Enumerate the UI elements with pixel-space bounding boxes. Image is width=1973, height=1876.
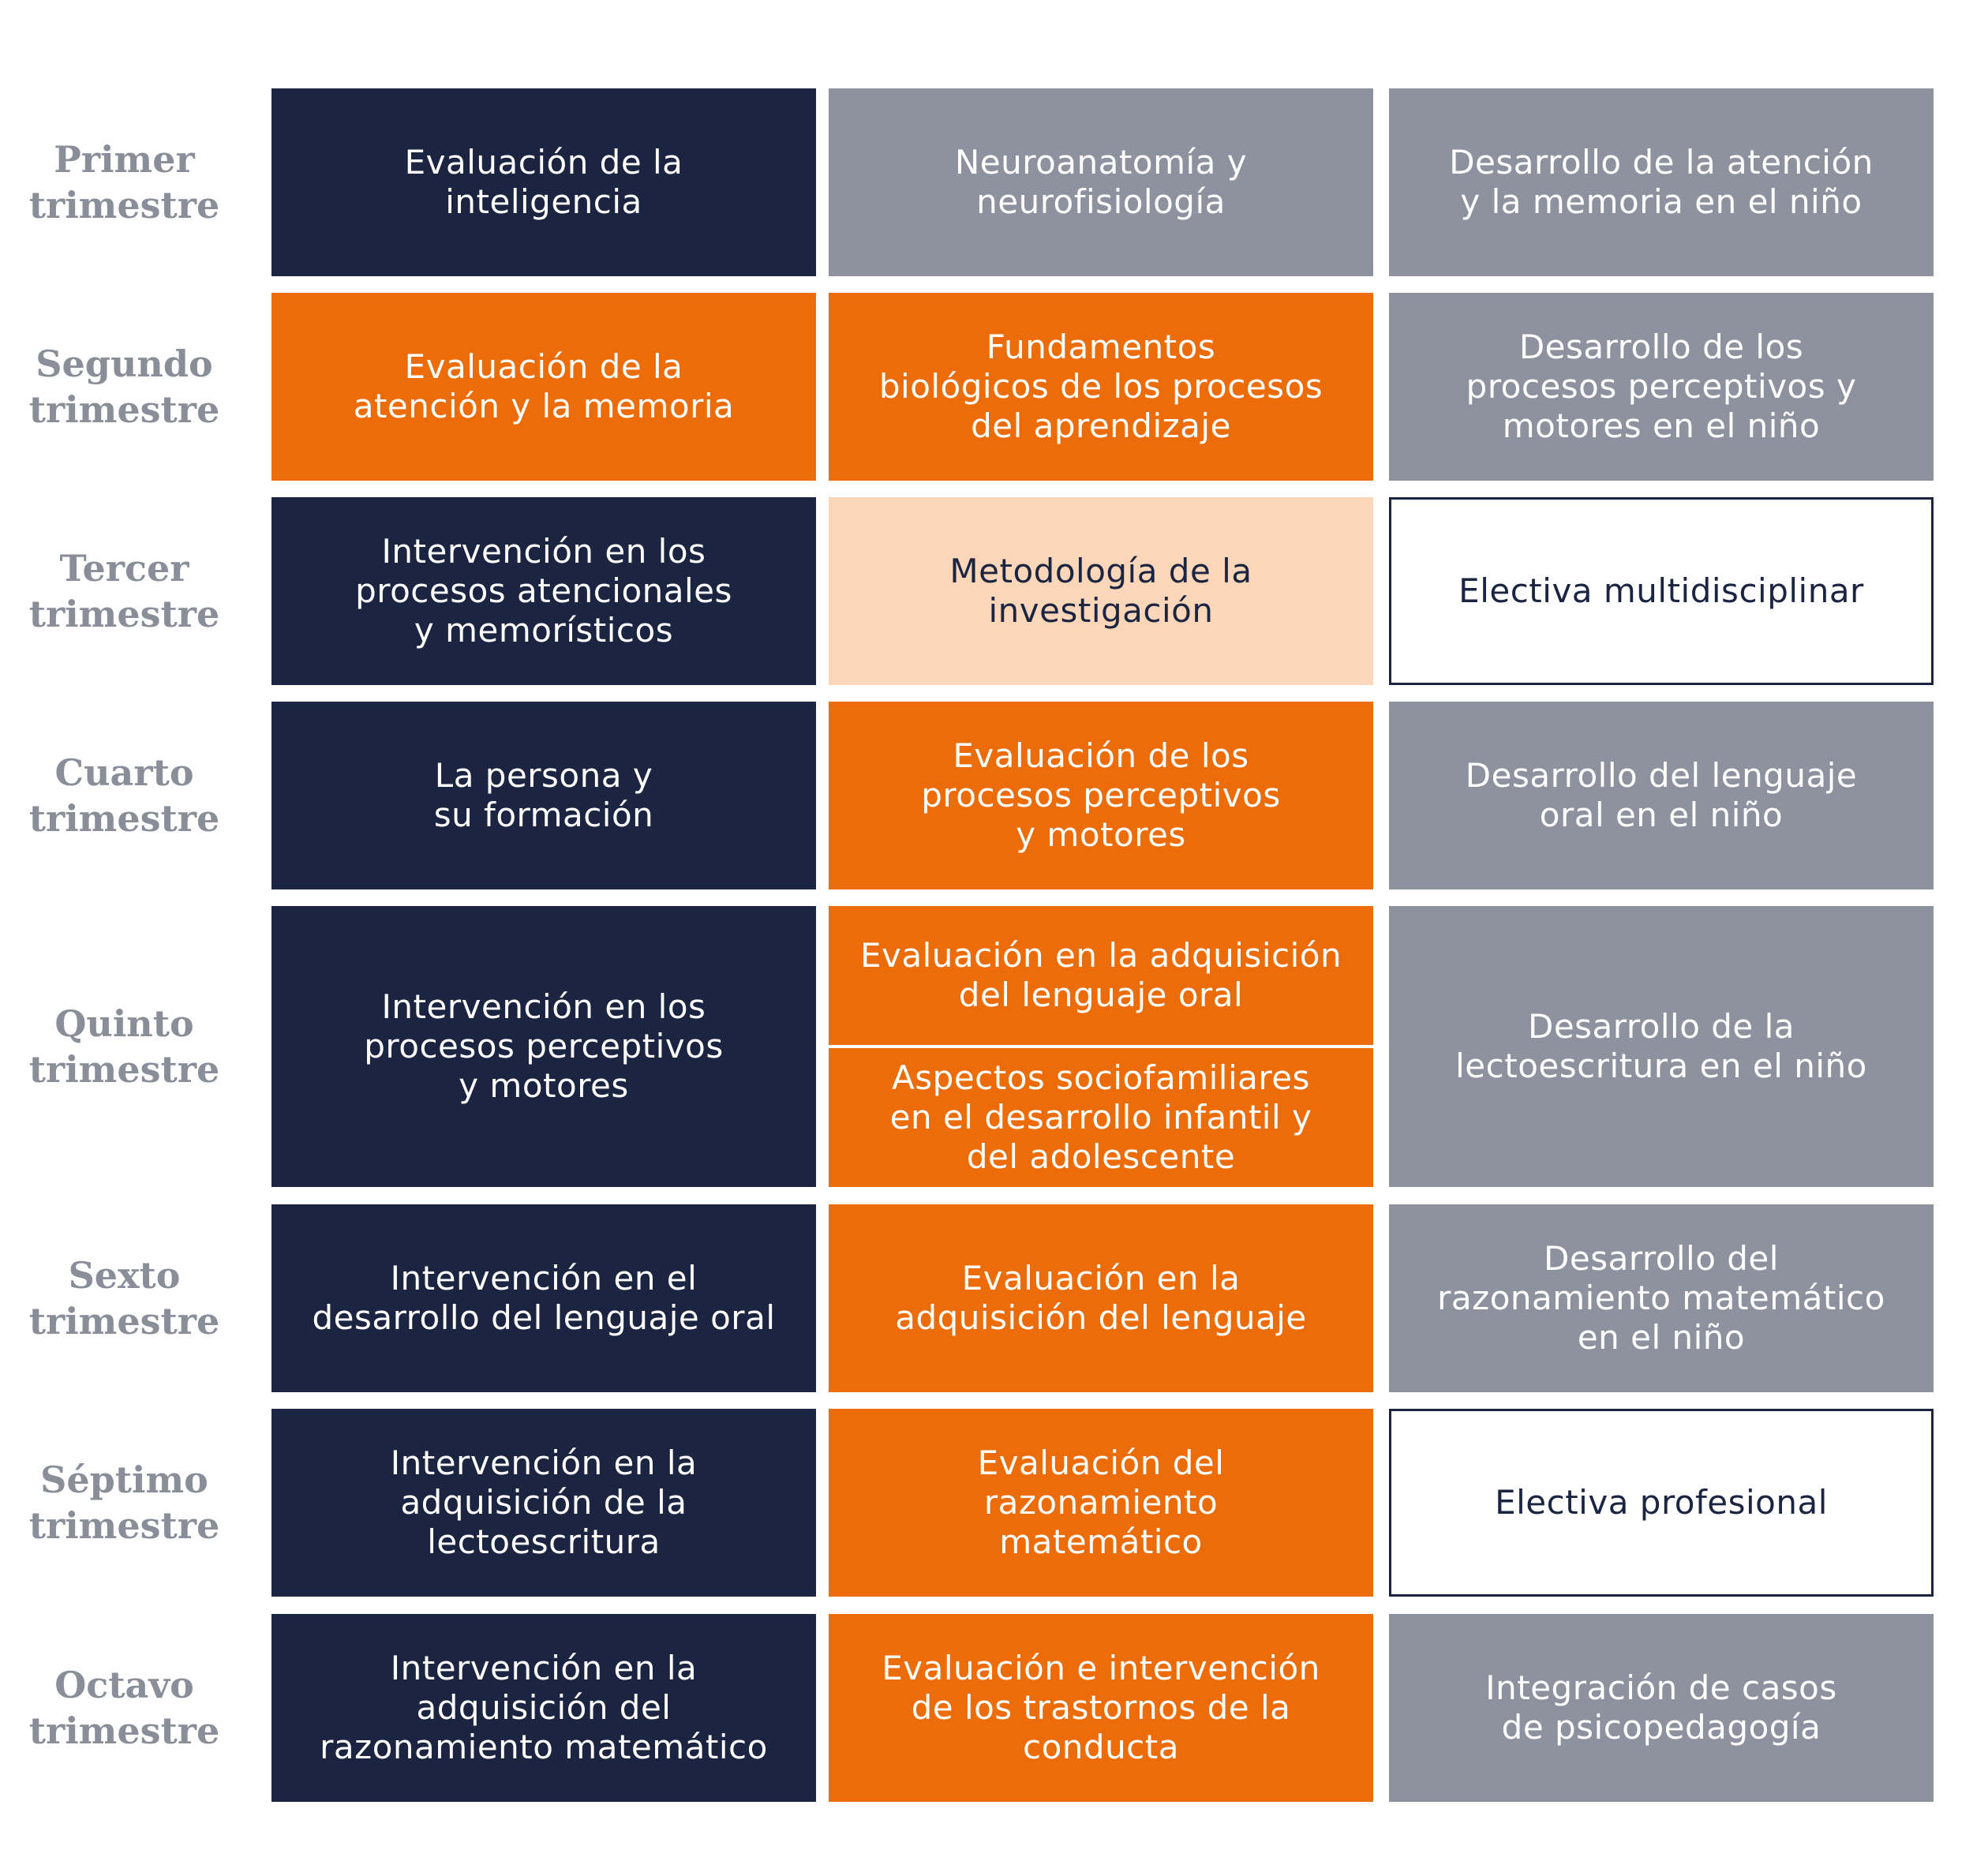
course-cell: Evaluación en la adquisición del lenguaj…	[829, 1204, 1373, 1392]
course-title: Electiva multidisciplinar	[1458, 571, 1864, 610]
row-label-octavo: Octavo trimestre	[16, 1614, 233, 1802]
course-cell: Desarrollo de los procesos perceptivos y…	[1389, 293, 1934, 481]
course-cell: Evaluación del razonamiento matemático	[829, 1409, 1373, 1597]
course-title: Neuroanatomía y neurofisiología	[954, 143, 1248, 221]
row-label-line1: Séptimo	[40, 1458, 208, 1501]
course-cell: Desarrollo de la atención y la memoria e…	[1389, 88, 1934, 276]
row-label-line1: Sexto	[68, 1254, 181, 1297]
course-title: Metodología de la investigación	[949, 552, 1252, 630]
course-cell: Fundamentos biológicos de los procesos d…	[829, 293, 1373, 481]
row-label-cuarto: Cuarto trimestre	[16, 702, 233, 889]
course-cell: Evaluación e intervención de los trastor…	[829, 1614, 1373, 1802]
row-label-line2: trimestre	[28, 1504, 220, 1547]
course-cell: Desarrollo de la lectoescritura en el ni…	[1389, 906, 1934, 1187]
row-label-line1: Quinto	[54, 1002, 194, 1045]
course-cell: Intervención en la adquisición de la lec…	[271, 1409, 816, 1597]
row-label-line1: Octavo	[54, 1664, 194, 1706]
course-title: Evaluación de los procesos perceptivos y…	[921, 736, 1281, 854]
row-label-line2: trimestre	[28, 1048, 220, 1091]
course-cell: Aspectos sociofamiliares en el desarroll…	[829, 1048, 1373, 1187]
course-title: Desarrollo de la lectoescritura en el ni…	[1455, 1007, 1867, 1085]
course-cell: Metodología de la investigación	[829, 497, 1373, 685]
row-label-segundo: Segundo trimestre	[16, 293, 233, 481]
course-cell: Desarrollo del razonamiento matemático e…	[1389, 1204, 1934, 1392]
course-title: Evaluación en la adquisición del lenguaj…	[895, 1259, 1307, 1337]
course-title: Evaluación del razonamiento matemático	[977, 1444, 1225, 1561]
course-title: Intervención en la adquisición del razon…	[320, 1649, 768, 1766]
course-title: Intervención en el desarrollo del lengua…	[312, 1259, 776, 1337]
course-title: Evaluación de la atención y la memoria	[353, 347, 735, 425]
course-title: Intervención en los procesos perceptivos…	[364, 987, 724, 1105]
course-cell: Intervención en los procesos perceptivos…	[271, 906, 816, 1187]
course-cell: Intervención en los procesos atencionale…	[271, 497, 816, 685]
course-cell: Neuroanatomía y neurofisiología	[829, 88, 1373, 276]
row-label-tercer: Tercer trimestre	[16, 497, 233, 685]
course-title: Evaluación en la adquisición del lenguaj…	[859, 936, 1342, 1014]
course-title: Fundamentos biológicos de los procesos d…	[878, 328, 1323, 445]
course-title: Integración de casos de psicopedagogía	[1485, 1668, 1837, 1747]
course-title: Desarrollo del lenguaje oral en el niño	[1465, 756, 1858, 834]
row-label-line2: trimestre	[28, 1709, 220, 1752]
course-cell: Evaluación de la inteligencia	[271, 88, 816, 276]
row-label-line1: Tercer	[59, 547, 189, 590]
elective-cell: Electiva multidisciplinar	[1389, 497, 1934, 685]
course-cell: Evaluación de los procesos perceptivos y…	[829, 702, 1373, 889]
row-label-line2: trimestre	[28, 797, 220, 840]
course-title: Evaluación de la inteligencia	[404, 143, 683, 221]
course-title: Aspectos sociofamiliares en el desarroll…	[889, 1058, 1312, 1176]
course-cell: Desarrollo del lenguaje oral en el niño	[1389, 702, 1934, 889]
course-title: Intervención en la adquisición de la lec…	[390, 1444, 698, 1561]
course-cell: Evaluación en la adquisición del lenguaj…	[829, 906, 1373, 1045]
course-title: Evaluación e intervención de los trastor…	[882, 1649, 1320, 1766]
course-cell: La persona y su formación	[271, 702, 816, 889]
row-label-line2: trimestre	[28, 184, 220, 227]
course-cell: Evaluación de la atención y la memoria	[271, 293, 816, 481]
course-title: Electiva profesional	[1495, 1483, 1828, 1522]
row-label-line1: Cuarto	[54, 751, 194, 794]
course-cell: Intervención en el desarrollo del lengua…	[271, 1204, 816, 1392]
course-title: La persona y su formación	[433, 756, 654, 834]
row-label-line1: Primer	[54, 138, 195, 181]
course-title: Intervención en los procesos atencionale…	[355, 532, 732, 650]
row-label-line2: trimestre	[28, 388, 220, 431]
row-label-primer: Primer trimestre	[16, 88, 233, 276]
course-title: Desarrollo de la atención y la memoria e…	[1449, 143, 1874, 221]
course-title: Desarrollo de los procesos perceptivos y…	[1466, 328, 1857, 445]
row-label-quinto: Quinto trimestre	[16, 906, 233, 1187]
row-label-septimo: Séptimo trimestre	[16, 1409, 233, 1597]
course-cell: Intervención en la adquisición del razon…	[271, 1614, 816, 1802]
elective-cell: Electiva profesional	[1389, 1409, 1934, 1597]
course-cell: Integración de casos de psicopedagogía	[1389, 1614, 1934, 1802]
course-title: Desarrollo del razonamiento matemático e…	[1437, 1239, 1885, 1357]
row-label-sexto: Sexto trimestre	[16, 1204, 233, 1392]
row-label-line1: Segundo	[36, 343, 213, 385]
row-label-line2: trimestre	[28, 1300, 220, 1342]
row-label-line2: trimestre	[28, 593, 220, 635]
